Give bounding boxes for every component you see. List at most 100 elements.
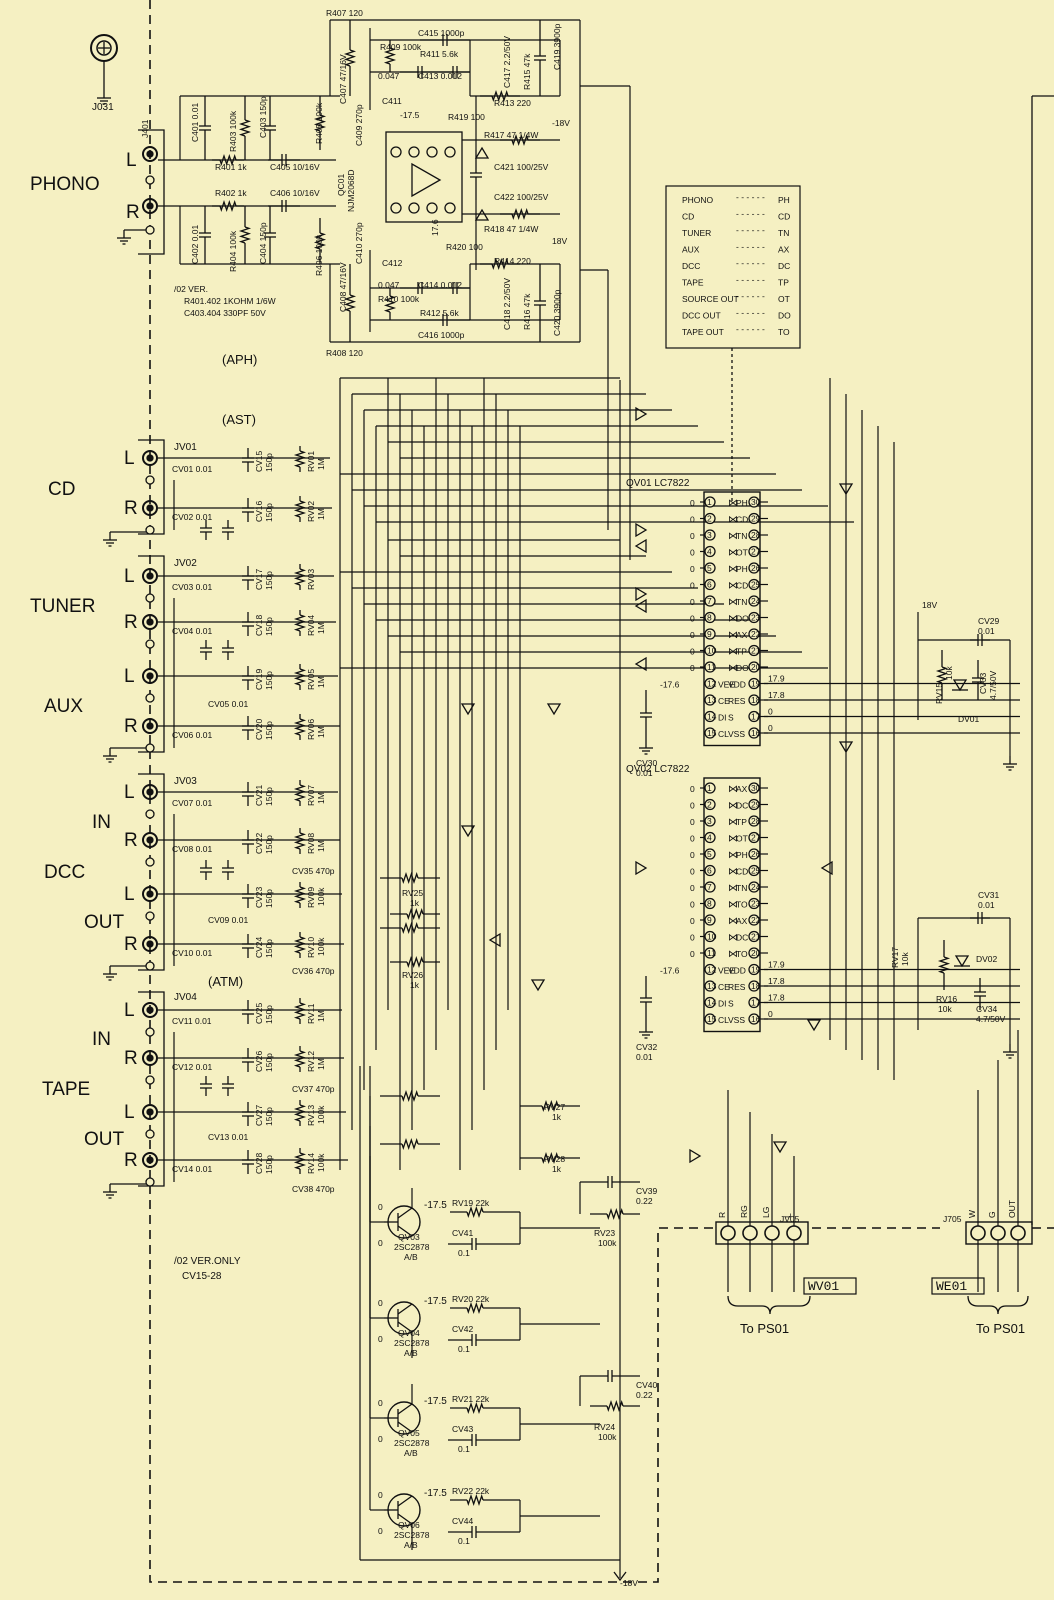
pin-label: L xyxy=(124,782,135,803)
legend-name: PHONO xyxy=(682,195,714,205)
input-cv-value: 150p xyxy=(264,889,274,908)
ic-pin-right xyxy=(748,1013,760,1025)
buffer-cap-label: CV43 xyxy=(452,1424,474,1434)
label-cv05: CV05 0.01 xyxy=(208,699,248,709)
label-rv28: RV28 xyxy=(544,1154,565,1164)
pin-voltage: 0 xyxy=(690,933,695,943)
wv01-box xyxy=(803,1277,857,1295)
ic-pin-number: 8 xyxy=(707,899,712,909)
label-v176a: 17.6 xyxy=(430,219,440,236)
label-phono: PHONO xyxy=(30,174,100,195)
buffer-cap-value: 0.1 xyxy=(458,1444,470,1454)
ic-pin-left xyxy=(704,1013,716,1025)
pin-voltage: 0 xyxy=(690,883,695,893)
ic-pin-number: 5 xyxy=(707,563,712,573)
input-cv-value: 150p xyxy=(264,571,274,590)
signal-arrow-down xyxy=(772,1141,788,1154)
input-rv-label: RV14 xyxy=(306,1153,316,1174)
ic-pin-number: 2 xyxy=(707,514,712,524)
label-cv31: CV31 xyxy=(978,890,1000,900)
ic-pin-right xyxy=(748,677,760,690)
ic-pin-name: TP xyxy=(736,647,747,657)
legend-code: TP xyxy=(778,278,789,288)
ic-pin-name: TO xyxy=(736,949,748,959)
input-jack-ground xyxy=(145,809,155,819)
ic-pin-left xyxy=(704,881,716,893)
ic-pin-number: 28 xyxy=(751,816,761,826)
pin-voltage: 0 xyxy=(378,1202,383,1212)
pin-voltage: 0 xyxy=(690,647,695,657)
resistor xyxy=(491,89,509,103)
ic-pin-name: VDD xyxy=(728,966,746,976)
ic-pin-name: AX xyxy=(736,784,748,794)
jv05-brace xyxy=(727,1295,811,1315)
jv05-pin-label: L xyxy=(783,1213,793,1218)
switch-glyph: ⋈ xyxy=(728,548,738,559)
ic-pin-right xyxy=(748,644,760,657)
input-rv-label: RV05 xyxy=(306,669,316,690)
switch-glyph: ⋈ xyxy=(728,817,738,828)
transistor-name: QV04 xyxy=(398,1328,420,1338)
buffer-cap-value: 0.1 xyxy=(458,1248,470,1258)
ic-pin-right xyxy=(748,529,760,541)
label-j031: J031 xyxy=(92,102,114,113)
signal-arrow-right xyxy=(635,406,648,422)
switch-glyph: ⋈ xyxy=(728,614,738,625)
transistor-grade: A/B xyxy=(404,1540,418,1550)
qc01-ic-body xyxy=(385,131,463,223)
jack-ground xyxy=(145,225,155,235)
input-cv-value: 150p xyxy=(264,721,274,740)
ic-pin-right xyxy=(748,710,760,723)
pin-label: R xyxy=(124,1048,138,1069)
label-rv16v: 10k xyxy=(938,1004,952,1014)
pin-voltage: 0 xyxy=(768,1009,773,1019)
input-cv-label: CV21 xyxy=(254,784,264,806)
label-ver-note-2: R401.402 1KOHM 1/6W xyxy=(184,296,276,306)
input-rv-value: 1M xyxy=(316,726,326,738)
switch-glyph: ⋈ xyxy=(728,630,738,641)
transistor-name: QV06 xyxy=(398,1520,420,1530)
ic-pin-left xyxy=(704,727,716,739)
pin-voltage: 0 xyxy=(690,949,695,959)
input-cv-label: CV15 xyxy=(254,450,264,472)
pin-label: L xyxy=(124,566,135,587)
input-jack-socket xyxy=(146,572,154,580)
ic-pin-left xyxy=(704,980,716,992)
label-tape: TAPE xyxy=(42,1079,90,1100)
input-jack-socket xyxy=(146,940,154,948)
jv05-connector xyxy=(715,1221,809,1245)
input-jack-socket xyxy=(146,1054,154,1062)
transistor-part: 2SC2878 xyxy=(394,1338,430,1348)
ic-pin-name: PH xyxy=(736,850,748,860)
signal-arrow-down xyxy=(460,825,476,838)
legend-dots: - - - - - - xyxy=(736,308,765,318)
input-cap-label: CV04 0.01 xyxy=(172,626,212,636)
pin-voltage: 0 xyxy=(690,548,695,558)
input-jack-socket xyxy=(146,1006,154,1014)
input-jack-ground xyxy=(145,1129,155,1139)
switch-glyph: ⋈ xyxy=(728,498,738,509)
input-bias-resistor xyxy=(293,1050,307,1068)
label-cv31v: 0.01 xyxy=(978,900,995,910)
resistor xyxy=(238,226,252,244)
op-amp-triangle xyxy=(411,162,442,198)
dv01-diode xyxy=(952,679,968,692)
ic-pin-left xyxy=(704,897,716,910)
resistor xyxy=(511,133,529,147)
switch-glyph: ⋈ xyxy=(728,850,738,861)
label-c411: C411 xyxy=(382,96,402,106)
legend-code: DC xyxy=(778,261,790,271)
label-c406: C406 10/16V xyxy=(270,188,320,198)
emitter-resistor-label: RV19 22k xyxy=(452,1198,490,1208)
pin-voltage: 0 xyxy=(378,1490,383,1500)
pin-voltage: 0 xyxy=(690,850,695,860)
legend-dots: - - - - - - xyxy=(736,275,765,285)
pin-label: L xyxy=(124,448,135,469)
ic-pin-name: DI xyxy=(718,999,727,1009)
label-rv17: RV17 xyxy=(890,947,900,968)
ic-pin-number: 20 xyxy=(751,948,761,958)
label-rv25: RV25 xyxy=(402,888,423,898)
ic-pin-number: 11 xyxy=(707,948,716,958)
ic-pin-left xyxy=(704,914,716,926)
ic-pin-right xyxy=(748,980,760,992)
